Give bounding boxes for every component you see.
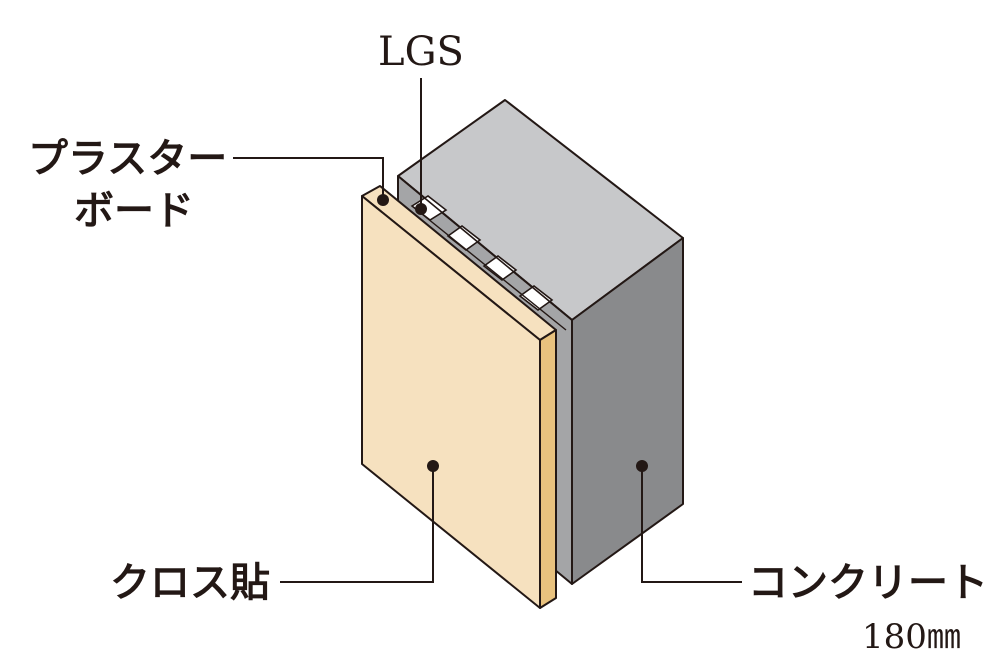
board-front-face [361, 195, 541, 609]
leader-lines [233, 78, 742, 583]
label-plasterboard-line1: プラスター [28, 135, 227, 182]
plaster-board [361, 185, 557, 609]
lgs-track [411, 205, 567, 331]
label-plasterboard-line2: ボード [74, 187, 194, 234]
lgs-track [397, 175, 573, 321]
leader-concrete [641, 466, 742, 583]
lgs-studs [397, 175, 573, 331]
board-side-edge [539, 329, 557, 609]
leader-cloth [280, 466, 434, 583]
label-lgs: LGS [378, 29, 464, 75]
label-concrete: コンクリート [748, 559, 988, 606]
label-cloth: クロス貼 [110, 559, 270, 606]
label-concrete-thickness: 180㎜ [862, 617, 961, 657]
lgs-stud [482, 255, 518, 281]
leader-plasterboard [233, 157, 384, 200]
lgs-stud [518, 285, 554, 311]
